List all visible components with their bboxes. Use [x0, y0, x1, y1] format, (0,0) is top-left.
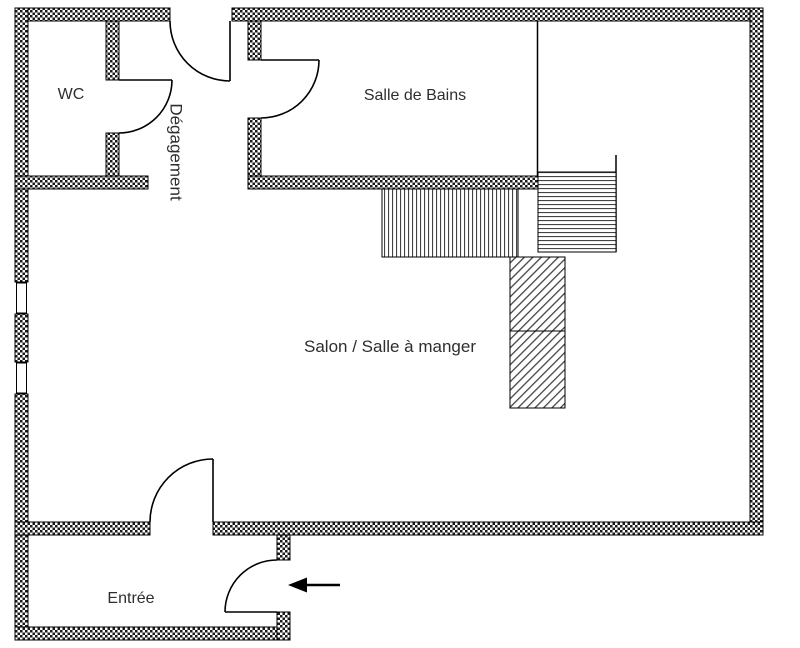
wall-entree-bottom: [14, 626, 291, 641]
room-label-wc: WC: [58, 86, 85, 103]
fixture-diagonal-hatch-lower: [509, 330, 566, 409]
door-entry: [224, 559, 278, 613]
wall-bottom-right: [212, 521, 764, 536]
wall-entree-right-upper: [276, 534, 291, 561]
door-top-hall-arc: [169, 20, 231, 82]
door-entry-arc: [224, 559, 278, 613]
wall-right: [749, 7, 764, 536]
doors: [118, 20, 320, 613]
wall-top-left: [14, 7, 171, 22]
windows: [16, 282, 27, 394]
fixture-diagonal-hatch-upper: [509, 256, 566, 332]
door-salon-arc: [149, 458, 214, 523]
wall-wc-right-upper: [105, 20, 120, 81]
fixtures: [381, 171, 617, 409]
wall-left-lower: [14, 393, 29, 641]
room-label-salle-de-bains: Salle de Bains: [364, 87, 466, 104]
door-wc: [118, 79, 173, 134]
wall-bottom-left: [14, 521, 151, 536]
wall-left-mid: [14, 313, 29, 363]
wall-entree-right-lower: [276, 611, 291, 641]
entry-arrow-icon: [288, 577, 340, 593]
window-left-2: [16, 362, 27, 394]
wall-left-upper: [14, 7, 29, 283]
wall-bath-bottom: [247, 175, 541, 190]
wall-top-right: [231, 7, 764, 22]
room-labels: WC Dégagement Salle de Bains Salon / Sal…: [58, 86, 477, 607]
walls: [14, 7, 764, 641]
wall-wc-bottom: [14, 175, 149, 190]
door-bathroom: [260, 59, 320, 119]
room-label-salon: Salon / Salle à manger: [304, 337, 476, 356]
door-wc-arc: [118, 79, 173, 134]
window-left-1: [16, 282, 27, 314]
wall-bath-left-upper: [247, 20, 262, 61]
door-bathroom-arc: [260, 59, 320, 119]
wall-wc-right-lower: [105, 132, 120, 177]
room-label-entree: Entrée: [107, 590, 154, 607]
room-label-degagement: Dégagement: [167, 103, 186, 201]
door-salon: [149, 458, 214, 523]
door-top-hall: [169, 20, 231, 82]
entry-arrow-head: [288, 577, 307, 593]
fixture-horizontal-hatch: [537, 171, 617, 253]
fixture-vertical-hatch: [381, 188, 519, 258]
